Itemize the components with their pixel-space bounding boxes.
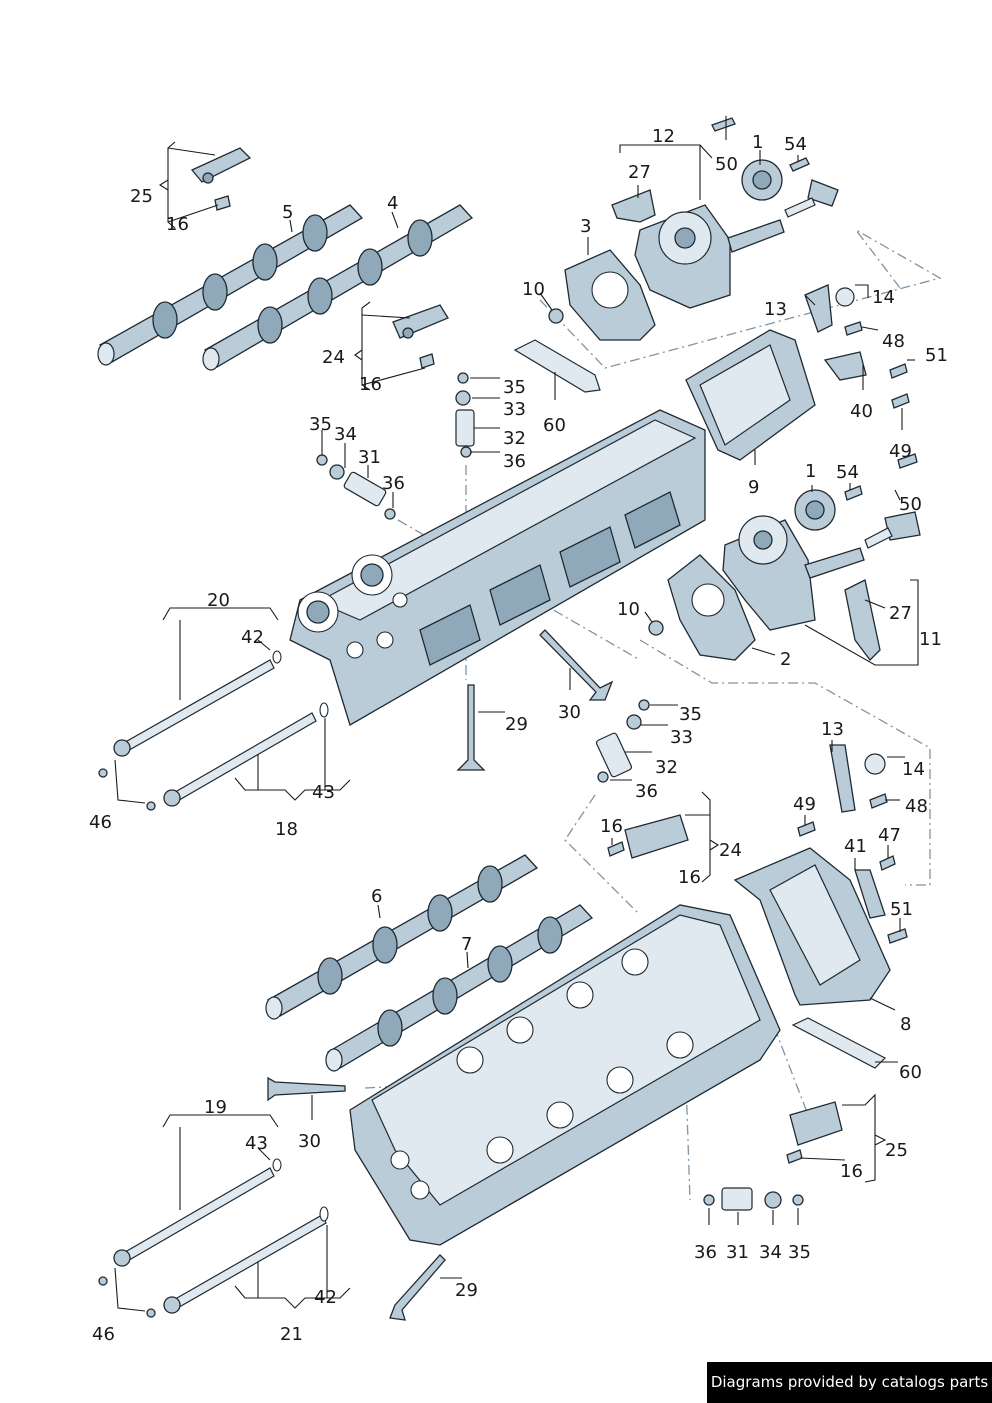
label-25a: 25 <box>130 186 153 207</box>
label-18: 18 <box>275 819 298 840</box>
valves <box>267 629 614 1321</box>
camshaft-7 <box>325 904 594 1072</box>
label-47: 47 <box>878 825 901 846</box>
sealant-tubes <box>513 339 887 1069</box>
camshaft-6 <box>265 854 539 1020</box>
label-3: 3 <box>580 216 591 237</box>
label-13b: 13 <box>821 719 844 740</box>
cover-plate-3 <box>564 249 656 341</box>
label-14b: 14 <box>902 759 925 780</box>
label-14a: 14 <box>872 287 895 308</box>
part-number-labels: 12 1 54 50 27 3 10 13 14 48 51 40 60 9 4… <box>89 126 948 1345</box>
label-29a: 29 <box>505 714 528 735</box>
label-16c: 16 <box>600 816 623 837</box>
label-42a: 42 <box>241 627 264 648</box>
label-16b: 16 <box>359 374 382 395</box>
upper-cylinder-head <box>289 409 706 726</box>
oil-tubes <box>113 650 329 1314</box>
label-27b: 27 <box>889 603 912 624</box>
label-20: 20 <box>207 590 230 611</box>
label-54a: 54 <box>784 134 807 155</box>
label-54b: 54 <box>836 462 859 483</box>
label-43a: 43 <box>312 782 335 803</box>
label-25b: 25 <box>885 1140 908 1161</box>
label-46a: 46 <box>89 812 112 833</box>
label-32a: 32 <box>503 428 526 449</box>
cover-plate-2 <box>667 554 756 661</box>
label-35d: 35 <box>788 1242 811 1263</box>
label-7: 7 <box>461 934 472 955</box>
label-24a: 24 <box>322 347 345 368</box>
label-36a: 36 <box>503 451 526 472</box>
label-51a: 51 <box>925 345 948 366</box>
camshaft-5 <box>97 204 364 366</box>
label-34b: 34 <box>759 1242 782 1263</box>
label-19: 19 <box>204 1097 227 1118</box>
label-43b: 43 <box>245 1133 268 1154</box>
label-49b: 49 <box>793 794 816 815</box>
label-41: 41 <box>844 836 867 857</box>
bolts <box>98 117 918 1318</box>
label-31b: 31 <box>726 1242 749 1263</box>
label-1b: 1 <box>805 461 816 482</box>
label-13a: 13 <box>764 299 787 320</box>
label-36b: 36 <box>382 473 405 494</box>
label-35b: 35 <box>309 414 332 435</box>
label-29b: 29 <box>455 1280 478 1301</box>
label-30b: 30 <box>298 1131 321 1152</box>
label-51b: 51 <box>890 899 913 920</box>
label-9: 9 <box>748 477 759 498</box>
label-12a: 12 <box>652 126 675 147</box>
housing-8 <box>733 847 891 1006</box>
label-49a: 49 <box>889 441 912 462</box>
chain-tensioner-27-upper <box>611 189 656 223</box>
valve-springs-and-seals <box>316 284 886 1211</box>
label-27a: 27 <box>628 162 651 183</box>
label-32b: 32 <box>655 757 678 778</box>
label-48a: 48 <box>882 331 905 352</box>
label-60b: 60 <box>899 1062 922 1083</box>
label-16e: 16 <box>840 1161 863 1182</box>
label-46b: 46 <box>92 1324 115 1345</box>
lower-cylinder-head <box>349 904 781 1246</box>
leader-lines <box>114 116 919 1312</box>
label-50b: 50 <box>899 494 922 515</box>
label-21: 21 <box>280 1324 303 1345</box>
label-34a: 34 <box>334 424 357 445</box>
housing-9 <box>685 329 816 461</box>
label-11: 11 <box>919 629 942 650</box>
label-42b: 42 <box>314 1287 337 1308</box>
label-6: 6 <box>371 886 382 907</box>
label-36c: 36 <box>635 781 658 802</box>
label-40: 40 <box>850 401 873 422</box>
label-35a: 35 <box>503 377 526 398</box>
label-16a: 16 <box>166 214 189 235</box>
label-30a: 30 <box>558 702 581 723</box>
label-2: 2 <box>780 649 791 670</box>
label-10a: 10 <box>522 279 545 300</box>
label-50a: 50 <box>715 154 738 175</box>
label-16d: 16 <box>678 867 701 888</box>
label-31a: 31 <box>358 447 381 468</box>
label-48b: 48 <box>905 796 928 817</box>
camshaft-4 <box>202 204 474 371</box>
label-33b: 33 <box>670 727 693 748</box>
label-8: 8 <box>900 1014 911 1035</box>
label-10b: 10 <box>617 599 640 620</box>
chain-tensioner-27-lower <box>844 579 881 661</box>
watermark-banner: Diagrams provided by catalogs parts <box>707 1362 992 1403</box>
cam-followers <box>190 147 843 1146</box>
label-36d: 36 <box>694 1242 717 1263</box>
label-24b: 24 <box>719 840 742 861</box>
label-60a: 60 <box>543 415 566 436</box>
label-35c: 35 <box>679 704 702 725</box>
label-33a: 33 <box>503 399 526 420</box>
label-5: 5 <box>282 202 293 223</box>
label-1a: 1 <box>752 132 763 153</box>
label-4: 4 <box>387 193 398 214</box>
camshaft-adjuster-upper <box>634 159 839 309</box>
camshaft-adjuster-lower <box>722 489 921 631</box>
